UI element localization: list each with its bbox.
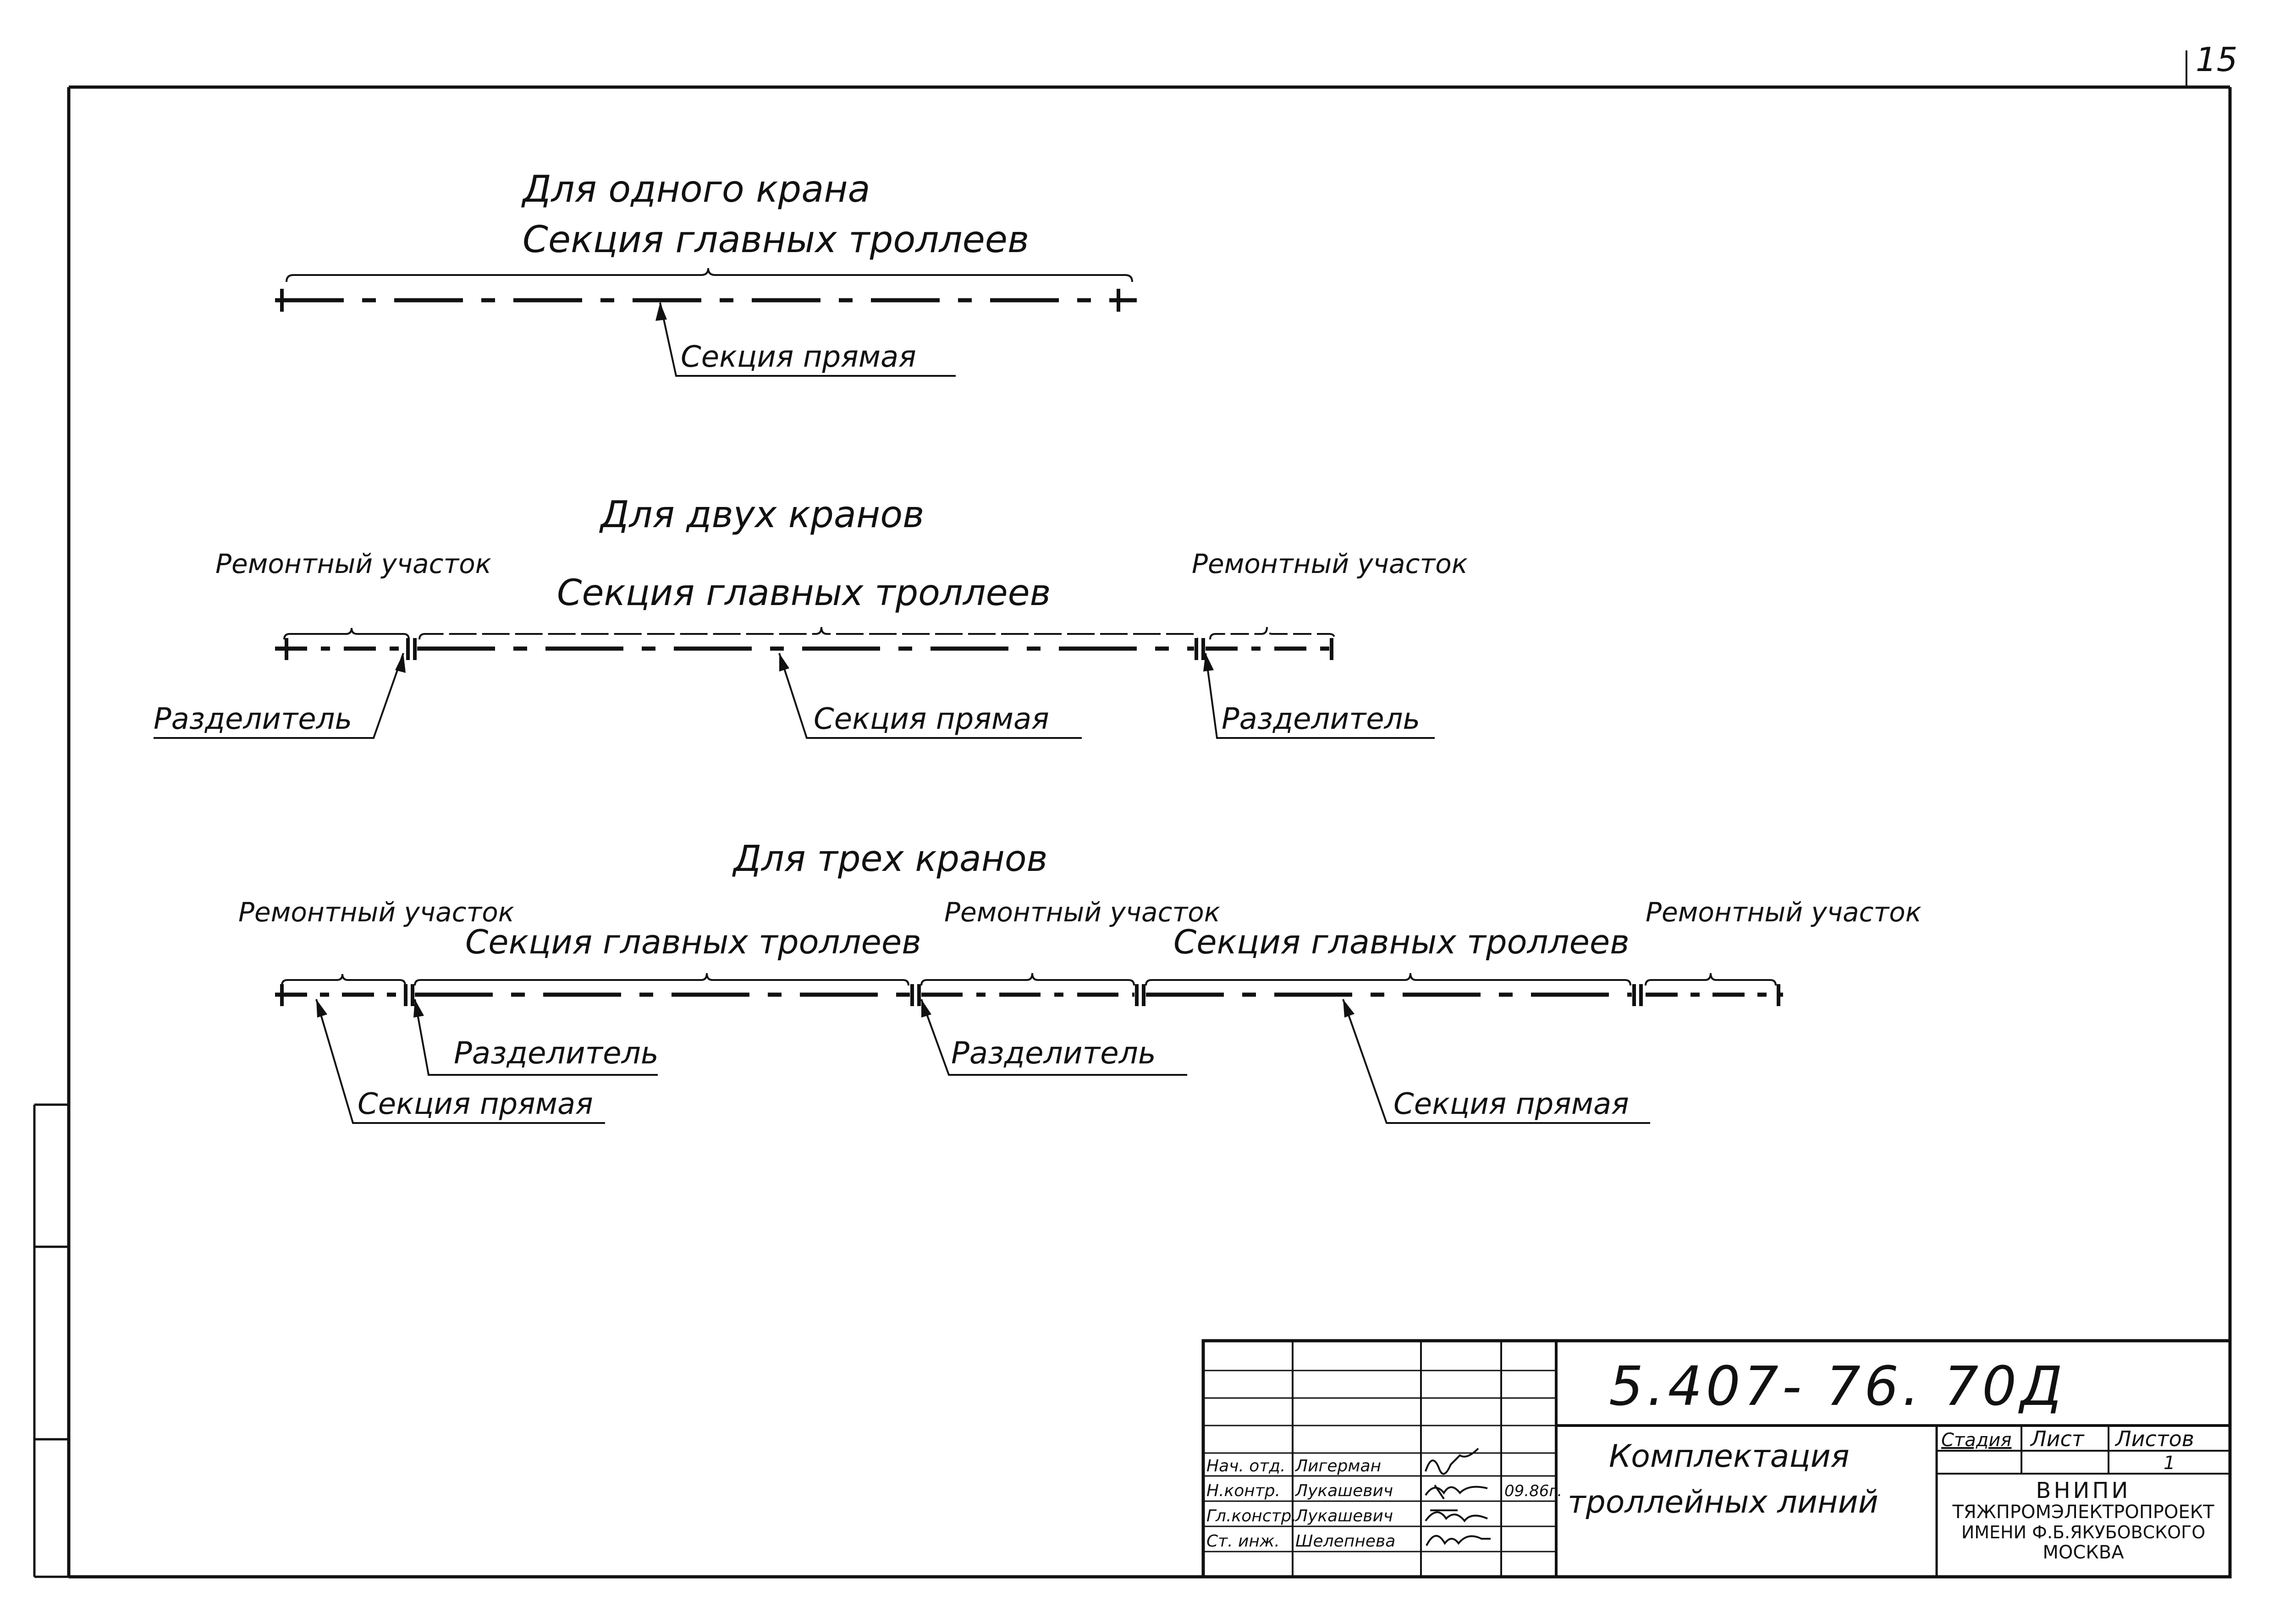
repair-label-3: Ремонтный участок [1646,897,1922,928]
signature-role: Н.контр. [1206,1481,1280,1500]
signature-role: Гл.констр. [1206,1507,1297,1525]
title-block [1201,1339,2232,1579]
stage-column-header: Стадия [1941,1430,2011,1451]
approval-date: 09.86г. [1504,1482,1562,1500]
repair-section-label: Ремонтный участок [1192,548,1468,579]
document-title-line-1: Комплектация [1609,1438,1850,1475]
organization-line-1: ВНИПИ [2036,1478,2131,1503]
page-number: 15 [2196,40,2238,79]
repair-left-label: Ремонтный участок [215,548,491,579]
divider-label: Разделитель [1222,702,1420,736]
section-two-cranes: Для двух кранов Ремонтный участок Секция… [154,493,1468,739]
document-title-line-2: троллейных линий [1568,1484,1878,1520]
organization-line-2: ТЯЖПРОМЭЛЕКТРОПРОЕКТ [1952,1502,2214,1523]
divider-label-2: Разделитель [951,1035,1156,1071]
divider-label: Разделитель [154,702,352,736]
divider-label-1: Разделитель [454,1035,659,1071]
section-title: Для двух кранов [599,493,924,536]
section-title: Для одного крана [521,168,870,210]
handwritten-signatures [1425,1448,1491,1546]
signature-rows: Нач. отд. Лигерман Н.контр. Лукашевич Гл… [1206,1457,1395,1551]
binding-strip [33,1103,69,1578]
signature-role: Нач. отд. [1206,1457,1286,1475]
signature-name: Шелепнева [1295,1532,1395,1551]
section-title: Для трех кранов [732,838,1048,880]
organization-line-4: МОСКВА [2043,1542,2124,1563]
signature-role: Ст. инж. [1206,1532,1280,1551]
signature-name: Лукашевич [1294,1481,1393,1500]
section-one-crane: Для одного крана Секция главных троллеев… [275,168,1137,377]
drawing-frame [67,85,2232,1579]
document-code: 5.407- 76. 70Д [1609,1354,2066,1418]
main-section-label-2: Секция главных троллеев [1173,923,1630,961]
straight-section-label-1: Секция прямая [358,1087,593,1121]
section-three-cranes: Для трех кранов Ремонтный участок Секция… [238,838,1922,1124]
repair-label-1: Ремонтный участок [238,897,514,928]
sheet-column-header: Лист [2030,1426,2085,1451]
repair-section-label: Ремонтный участок [215,548,491,579]
sheets-count: 1 [2164,1453,2175,1474]
repair-right-label: Ремонтный участок [1192,548,1468,579]
main-section-label: Секция главных троллеев [523,218,1029,261]
sheets-column-header: Листов [2114,1426,2194,1451]
main-section-label-1: Секция главных троллеев [465,923,921,961]
organization-line-3: ИМЕНИ Ф.Б.ЯКУБОВСКОГО [1961,1522,2205,1542]
straight-section-label-2: Секция прямая [1393,1087,1629,1121]
signature-name: Лукашевич [1294,1507,1393,1525]
repair-label-2: Ремонтный участок [944,897,1220,928]
main-section-label: Секция главных троллеев [557,573,1051,614]
straight-section-label: Секция прямая [814,702,1049,736]
signature-name: Лигерман [1294,1457,1381,1475]
straight-section-label: Секция прямая [681,340,916,374]
